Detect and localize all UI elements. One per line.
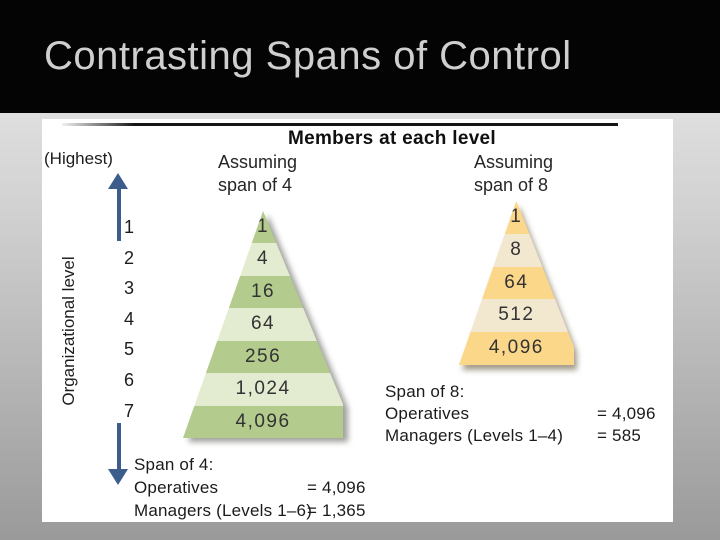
down-arrow-shaft xyxy=(117,423,121,470)
summary-label: Operatives xyxy=(134,478,219,497)
summary-row: Managers (Levels 1–6)= 1,365 xyxy=(134,499,366,522)
pyramid-band: 64 xyxy=(183,308,344,341)
pyramid-band: 1 xyxy=(183,211,344,244)
up-arrow-shaft xyxy=(117,188,121,241)
pyramid-band: 256 xyxy=(183,340,344,374)
level-number: 6 xyxy=(123,370,134,390)
summary-label: Managers (Levels 1–6) xyxy=(134,501,313,520)
figure-heading: Members at each level xyxy=(287,128,497,149)
level-number: 7 xyxy=(123,400,134,421)
title-banner: Contrasting Spans of Control xyxy=(0,0,720,113)
level-number: 1 xyxy=(123,217,134,237)
span8-summary-title: Span of 8: xyxy=(385,382,465,401)
col-header-span8-line2: span of 8 xyxy=(474,175,549,195)
summary-value: = 4,096 xyxy=(597,404,656,423)
pyramid-band: 16 xyxy=(183,275,344,309)
summary-label: Managers (Levels 1–4) xyxy=(385,426,564,445)
level-number: 5 xyxy=(123,339,134,360)
pyramid-band: 1 xyxy=(459,201,574,234)
pyramid-band: 4,096 xyxy=(459,332,574,365)
down-arrow-icon xyxy=(108,469,128,485)
level-number: 4 xyxy=(123,308,134,329)
col-header-span4: Assuming span of 4 xyxy=(218,151,297,197)
summary-label: Operatives xyxy=(385,404,470,423)
col-header-span8: Assuming span of 8 xyxy=(474,151,553,197)
level-number: 3 xyxy=(123,278,134,299)
pyramid-band: 512 xyxy=(459,299,574,333)
summary-value: = 1,365 xyxy=(307,501,366,520)
summary-value: = 4,096 xyxy=(307,478,366,497)
up-arrow-icon xyxy=(108,173,128,189)
col-header-span4-line1: Assuming xyxy=(218,152,298,172)
pyramid-band: 4 xyxy=(183,243,344,276)
span4-summary-title: Span of 4: xyxy=(134,455,214,474)
summary-value: = 585 xyxy=(597,426,642,445)
slide-title: Contrasting Spans of Control xyxy=(44,34,572,78)
highest-label: (Highest) xyxy=(44,149,113,168)
pyramid-band: 8 xyxy=(459,233,574,267)
level-number: 2 xyxy=(123,247,134,268)
col-header-span8-line1: Assuming xyxy=(474,152,554,172)
pyramid-band: 4,096 xyxy=(183,405,344,438)
summary-row: Operatives = 4,096 xyxy=(385,403,656,425)
summary-row: Operatives = 4,096 xyxy=(134,476,366,499)
col-header-span4-line2: span of 4 xyxy=(218,175,293,195)
pyramid-band: 1,024 xyxy=(183,373,344,406)
summary-row: Managers (Levels 1–4) = 585 xyxy=(385,425,656,447)
figure-top-rule xyxy=(62,123,618,126)
figure-panel: Members at each level Assuming span of 4… xyxy=(42,119,673,522)
pyramid-band: 64 xyxy=(459,266,574,300)
org-level-axis-label: Organizational level xyxy=(59,256,78,406)
